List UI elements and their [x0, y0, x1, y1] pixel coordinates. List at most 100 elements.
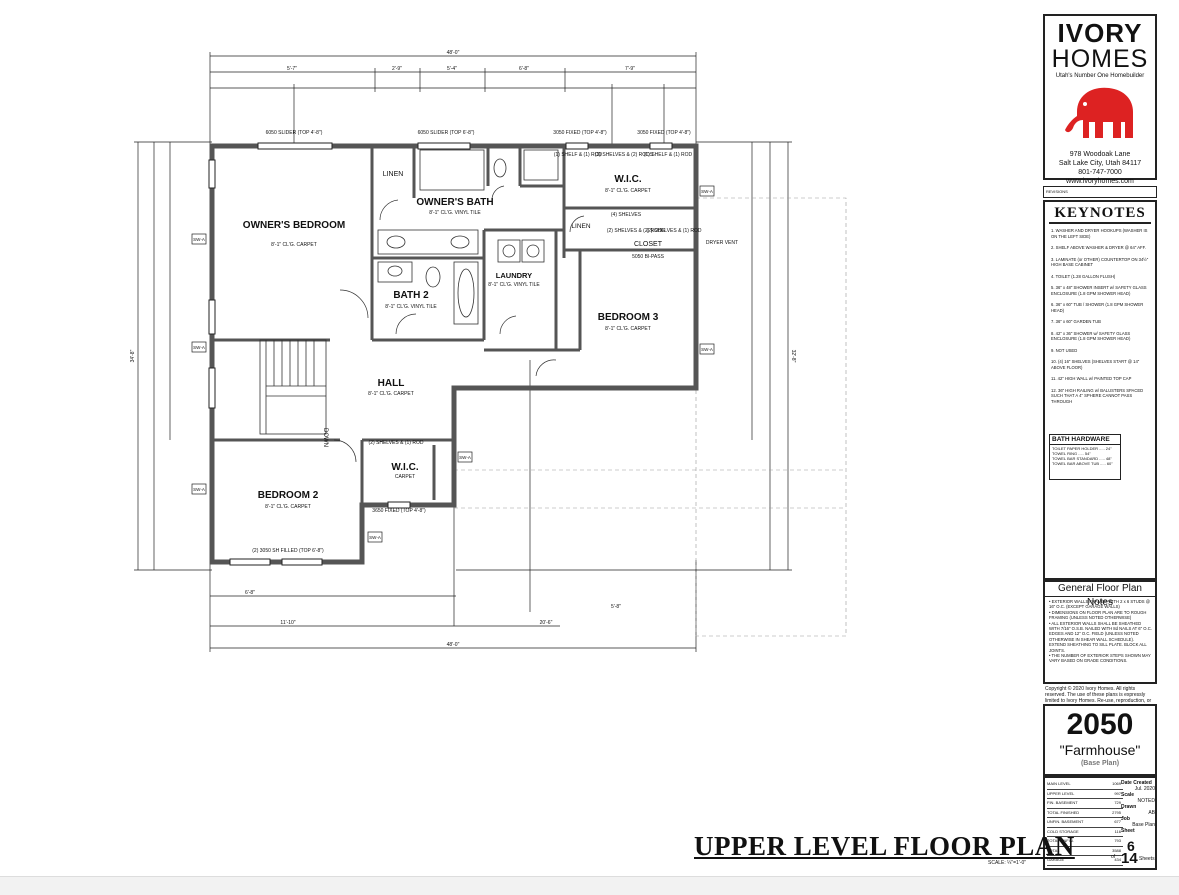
general-note-item: • THE NUMBER OF EXTERIOR STEPS SHOWN MAY… [1049, 653, 1151, 664]
room-bedroom-2: BEDROOM 2 [258, 490, 319, 501]
dim-overall-bottom: 48'-0" [447, 642, 460, 648]
bedroom-2-note: 8'-1" CL'G. CARPET [265, 504, 311, 510]
plan-variant: (Base Plan) [1080, 760, 1120, 767]
bath-hardware-item: TOWEL BAR ABOVE TUB ..... 60" [1052, 461, 1113, 466]
dim-top-c: 5'-4" [447, 66, 457, 72]
dimension-lines-sides [134, 141, 792, 652]
keynote-item: 9. NOT USED [1051, 347, 1078, 353]
general-note-item: • DIMENSIONS ON FLOOR PLAN ARE TO ROUGH … [1049, 609, 1147, 621]
keynote-item: 2. SHELF ABOVE WASHER & DRYER @ 64" AFF. [1051, 245, 1146, 250]
window-note-egress: 6050 SLIDER (TOP 6'-8") [418, 130, 475, 136]
keynote-item: 11. 42" HIGH WALL w/ PAINTED TOP CAP [1051, 376, 1132, 381]
sheet-metadata: Date Created Jul. 2020 Scale NOTED Drawn… [1121, 780, 1155, 834]
shear-wall-tags [191, 185, 715, 543]
room-linen-1: LINEN [383, 171, 404, 178]
address-line-2: Salt Lake City, Utah 84117 [1058, 160, 1142, 167]
keynote-item: 8. 42" x 36" SHOWER w/ SAFETY GLASS ENCL… [1051, 330, 1131, 342]
general-notes-panel: General Floor Plan Notes • EXTERIOR WALL… [1043, 580, 1157, 684]
scale-label: Scale [1121, 792, 1135, 798]
bath-fixtures [377, 149, 559, 325]
bypass-door-note: 5050 BI-PASS [632, 254, 665, 260]
plan-number: 2050 [1066, 708, 1134, 741]
job-value: Base Plan [1132, 822, 1155, 828]
dim-bottom-a: 6'-8" [245, 590, 255, 596]
company-website: www.ivoryhomes.com [1066, 178, 1134, 185]
sheet-number: 6 [1127, 838, 1135, 854]
room-wic-bedroom2: W.I.C. [391, 462, 418, 473]
wic2-shelf-note: (2) SHELVES & (1) ROD [369, 440, 424, 446]
keynote-item: 1. WASHER AND DRYER HOOKUPS (WASHER IS O… [1051, 228, 1148, 239]
bath-hardware-item: TOILET PAPER HOLDER ..... 24" [1052, 446, 1112, 451]
room-wic-owner: W.I.C. [614, 174, 641, 185]
keynote-item: 5. 36" x 48" SHOWER INSERT w/ SAFETY GLA… [1051, 285, 1147, 296]
viewer-bottom-bar [0, 876, 1179, 895]
keynote-item: 12. 36" HIGH RAILING w/ BALUSTERS SPACED… [1051, 387, 1144, 404]
dryer-vent-note: DRYER VENT [706, 240, 738, 246]
bath-hardware-box: BATH HARDWARE TOILET PAPER HOLDER ..... … [1049, 434, 1121, 480]
owners-bath-note: 8'-1" CL'G. VINYL TILE [429, 210, 481, 216]
title-block: IVORY HOMES Utah's Number One Homebuilde… [1043, 14, 1157, 870]
sqft-row: TOTAL UNFIN.793 [1047, 837, 1123, 847]
logo-wordmark-homes: HOMES [1051, 45, 1149, 73]
sheet-label: Sheet [1121, 828, 1135, 834]
room-hall: HALL [378, 378, 405, 389]
closet-note-4: (4) SHELVES [611, 212, 642, 218]
drawn-label: Drawn [1121, 804, 1137, 810]
room-owners-bath: OWNER'S BATH [416, 197, 493, 208]
closet-note-2: (3) SHELVES & (2) RODS [595, 152, 654, 158]
dim-top-e: 7'-9" [625, 66, 635, 72]
drawn-value: AB [1148, 810, 1155, 816]
job-label: Job [1121, 816, 1130, 822]
keynotes-title: KEYNOTES [1049, 204, 1151, 224]
room-bedroom-3: BEDROOM 3 [598, 312, 659, 323]
dim-overall-top: 48'-0" [447, 50, 460, 56]
closet-note-5: (2) SHELVES & (2) RODS [607, 228, 666, 234]
sw-tag-3: SW-A [193, 487, 205, 492]
bath-hardware-item: TOWEL RING ..... 54" [1052, 451, 1091, 456]
interior-walls [212, 146, 696, 505]
keynotes-list: 1. WASHER AND DRYER HOOKUPS (WASHER IS O… [1051, 228, 1151, 410]
window-note-fixed-2: 3050 FIXED (TOP 4'-8") [637, 130, 691, 136]
company-phone: 801-747-7000 [1078, 169, 1122, 176]
owners-bedroom-note: 8'-1" CL'G. CARPET [271, 242, 317, 248]
logo-wordmark-ivory: IVORY [1057, 18, 1143, 48]
drawing-title: UPPER LEVEL FLOOR PLAN [694, 831, 1075, 861]
door-swings [333, 185, 585, 463]
mammoth-logo-icon [1065, 87, 1133, 138]
closet-note-1: (1) SHELF & (1) ROD [554, 152, 603, 158]
floor-plan-drawing: OWNER'S BEDROOM 8'-1" CL'G. CARPET OWNER… [130, 50, 847, 652]
lower-level-outline [454, 197, 847, 637]
room-bath-2: BATH 2 [393, 290, 429, 301]
dim-top-a: 5'-7" [287, 66, 297, 72]
general-note-item: • ALL EXTERIOR WALLS SHALL BE SHEATHED W… [1049, 620, 1152, 653]
date-label: Date Created [1121, 780, 1152, 786]
dim-top-b: 2'-9" [392, 66, 402, 72]
general-notes-title: General Floor Plan Notes [1045, 582, 1155, 608]
room-closet: CLOSET [634, 241, 663, 248]
sw-tag-4: SW-A [701, 189, 713, 194]
wic-owner-note: 8'-1" CL'G. CARPET [605, 188, 651, 194]
dim-bottom-b: 11'-10" [280, 620, 295, 626]
revisions-strip: REVISIONS [1043, 186, 1157, 198]
keynote-item: 6. 36" x 60" TUB / SHOWER (1.8 GPM SHOWE… [1051, 302, 1144, 313]
sw-tag-6: SW-A [459, 455, 471, 460]
keynote-item: 10. (4) 16" SHELVES (SHELVES START @ 14"… [1051, 359, 1140, 370]
dimension-lines-top [209, 52, 697, 148]
date-value: Jul. 2020 [1134, 786, 1155, 792]
plan-id-panel: 2050 "Farmhouse" (Base Plan) [1043, 704, 1157, 776]
window-note-fixed-3: 3650 FIXED (TOP 4'-8") [372, 508, 426, 514]
room-linen-2: LINEN [571, 223, 590, 230]
logo-panel: IVORY HOMES Utah's Number One Homebuilde… [1043, 14, 1157, 185]
keynotes-panel: KEYNOTES 1. WASHER AND DRYER HOOKUPS (WA… [1043, 200, 1157, 580]
closet-note-3: (1) SHELF & (1) ROD [644, 152, 693, 158]
closet-note-6: (2) SHELVES & (1) ROD [647, 228, 702, 234]
room-laundry: LAUNDRY [496, 271, 532, 280]
stair-down-label: DOWN [322, 428, 328, 447]
keynote-item: 7. 36" x 60" GARDEN TUB [1051, 319, 1101, 324]
